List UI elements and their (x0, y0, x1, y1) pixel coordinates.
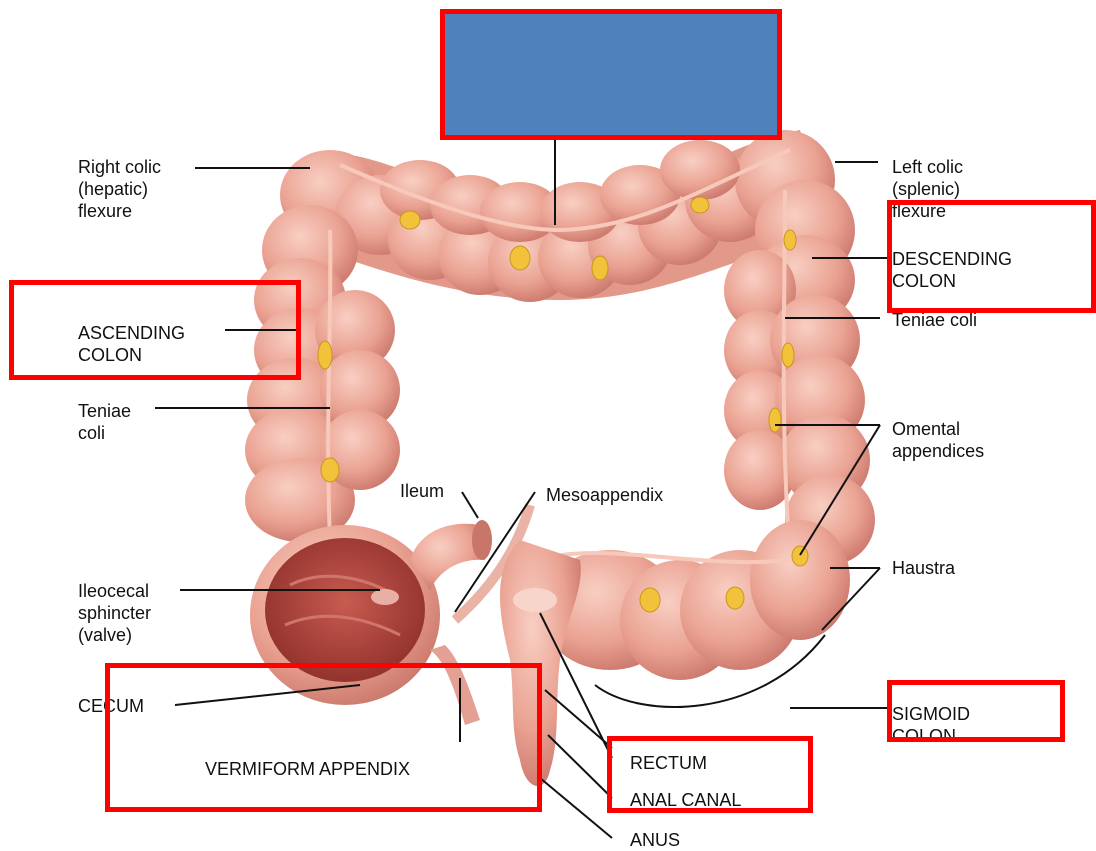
answer-box-descending-colon (887, 200, 1096, 313)
answer-box-ascending-colon (9, 280, 301, 380)
answer-box-rectum-anal-canal (607, 736, 813, 813)
label-anus: ANUS (630, 829, 680, 851)
label-ileum: Ileum (400, 480, 444, 502)
label-right-colic-flexure: Right colic (hepatic) flexure (78, 156, 161, 222)
sigmoid-colon (540, 520, 850, 680)
label-mesoappendix: Mesoappendix (546, 484, 663, 506)
label-omental-appendices: Omental appendices (892, 418, 984, 462)
label-haustra: Haustra (892, 557, 955, 579)
answer-box-sigmoid-colon (887, 680, 1065, 742)
answer-box-vermiform-appendix (105, 663, 542, 812)
answer-box-top (440, 9, 782, 140)
label-ileocecal-sphincter: Ileocecal sphincter (valve) (78, 580, 151, 646)
label-teniae-coli-left: Teniae coli (78, 400, 131, 444)
